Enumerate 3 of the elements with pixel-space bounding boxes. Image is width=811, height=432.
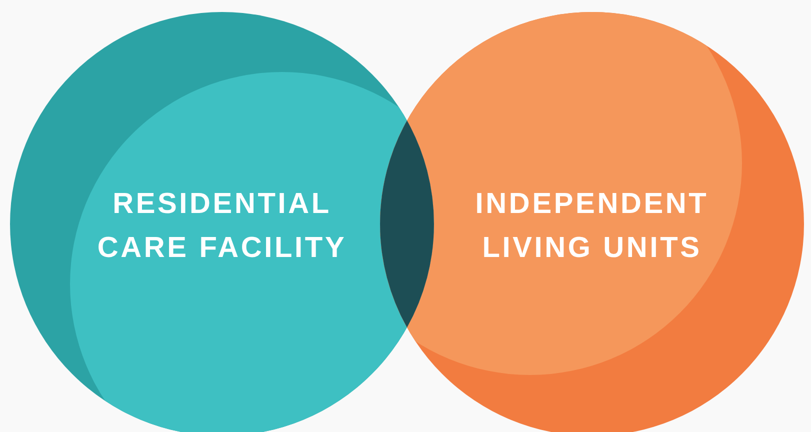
- overlap-region: [380, 120, 434, 328]
- circle-label: INDEPENDENT LIVING UNITS: [474, 187, 710, 266]
- circle-label: RESIDENTIAL CARE FACILITY: [96, 187, 348, 266]
